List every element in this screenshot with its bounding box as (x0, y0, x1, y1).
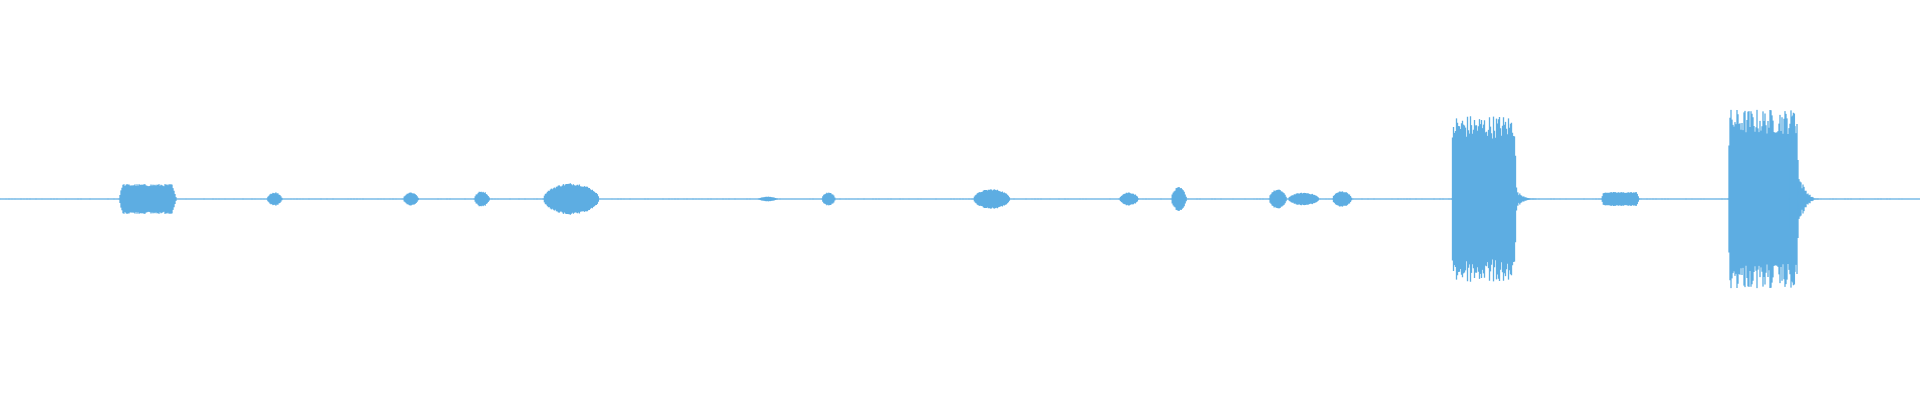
waveform-segment-18 (1798, 179, 1819, 219)
waveform-segment-8 (1118, 192, 1140, 206)
waveform-segment-12 (1331, 191, 1353, 207)
waveform-segment-6 (821, 192, 836, 206)
waveform-segment-10 (1268, 189, 1287, 209)
waveform-segment-14 (1516, 192, 1537, 206)
waveform-segment-11 (1287, 192, 1319, 206)
waveform-segment-17 (1788, 112, 1798, 286)
waveform-segment-13 (1450, 116, 1518, 282)
waveform-segment-5 (757, 196, 779, 202)
waveform-segment-16 (1727, 109, 1800, 289)
waveform-segment-1 (266, 192, 283, 206)
waveform-segment-7 (972, 189, 1011, 209)
waveform-segments (0, 109, 1918, 289)
waveform-segment-9 (1170, 187, 1187, 211)
waveform-segment-15 (1600, 192, 1640, 206)
waveform-segment-3 (473, 191, 490, 207)
waveform-segment-4 (542, 183, 600, 215)
waveform-segment-0 (118, 184, 177, 214)
waveform-segment-2 (402, 192, 419, 206)
